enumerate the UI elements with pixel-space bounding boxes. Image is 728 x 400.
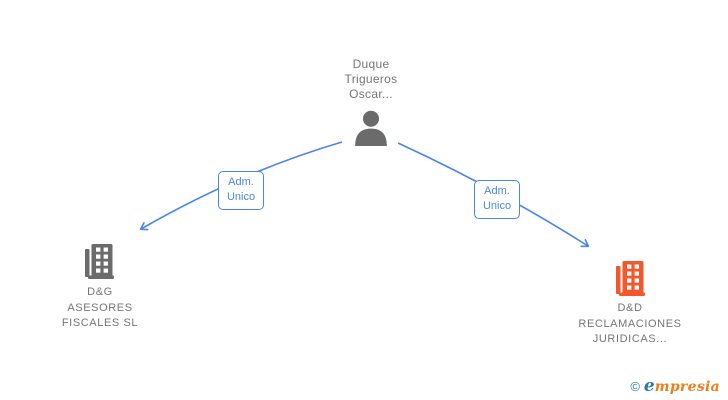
copyright-icon: © [630,379,640,394]
edge-label-line: Adm. [228,176,254,188]
empresia-logo: © e mpresia [630,376,720,396]
company-name-line: ASESORES [67,301,133,314]
company-name-line: RECLAMACIONES [578,317,682,330]
company-node-dg-asesores[interactable]: D&G ASESORES FISCALES SL [30,285,170,332]
company-name-line: D&D [617,302,643,314]
edge-label-line: Unico [226,191,256,203]
company-name-line: FISCALES SL [61,317,139,329]
edge-label-line: Unico [482,200,512,212]
person-name-line: Duque [352,57,390,71]
person-node-name[interactable]: Duque Trigueros Oscar... [321,57,421,102]
person-icon[interactable] [352,110,390,146]
company-node-dd-reclamaciones[interactable]: D&D RECLAMACIONES JURIDICAS... [558,301,702,348]
empresia-logo-e: e [643,376,655,396]
edge-label-line: Adm. [484,185,510,197]
building-icon-orange[interactable] [616,260,646,298]
edge-label-adm-unico-left[interactable]: Adm. Unico [218,171,264,210]
empresia-logo-text: mpresia [654,379,720,395]
person-name-line: Oscar... [349,87,393,101]
edge-label-adm-unico-right[interactable]: Adm. Unico [474,180,520,219]
company-name-line: JURIDICAS... [592,333,668,345]
person-name-line: Trigueros [344,72,398,86]
company-name-line: D&G [87,286,113,298]
building-icon-gray[interactable] [85,244,115,280]
